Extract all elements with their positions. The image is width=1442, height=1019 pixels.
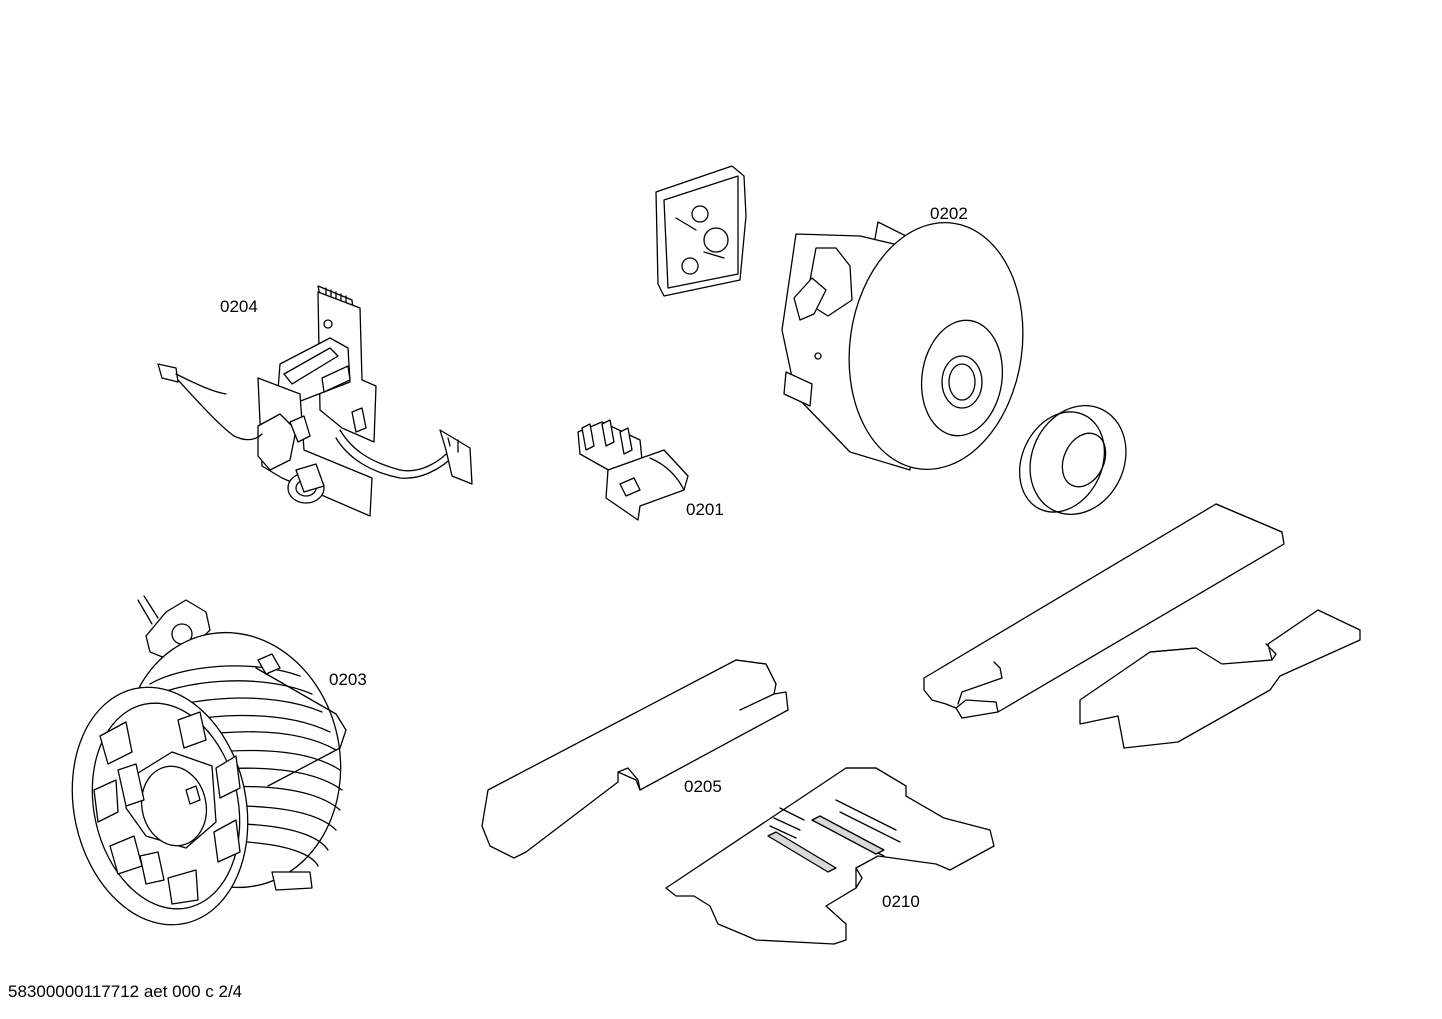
part-0201-bracket <box>577 419 689 521</box>
part-0205-plate <box>481 659 789 859</box>
document-id: 58300000117712 aet 000 c 2/4 <box>8 982 243 1001</box>
part-label-0203: 0203 <box>329 670 367 689</box>
part-0202-motor <box>655 165 1127 515</box>
part-0210-plate <box>665 767 995 945</box>
part-label-0201: 0201 <box>686 500 724 519</box>
part-long-plate-upper <box>923 503 1285 719</box>
part-label-0202: 0202 <box>930 204 968 223</box>
part-0204-circuit-board <box>157 285 473 517</box>
part-label-0210: 0210 <box>882 892 920 911</box>
part-label-0204: 0204 <box>220 297 258 316</box>
part-long-plate-lower <box>1079 609 1361 749</box>
part-0203-cable-reel <box>71 595 347 926</box>
part-label-0205: 0205 <box>684 777 722 796</box>
